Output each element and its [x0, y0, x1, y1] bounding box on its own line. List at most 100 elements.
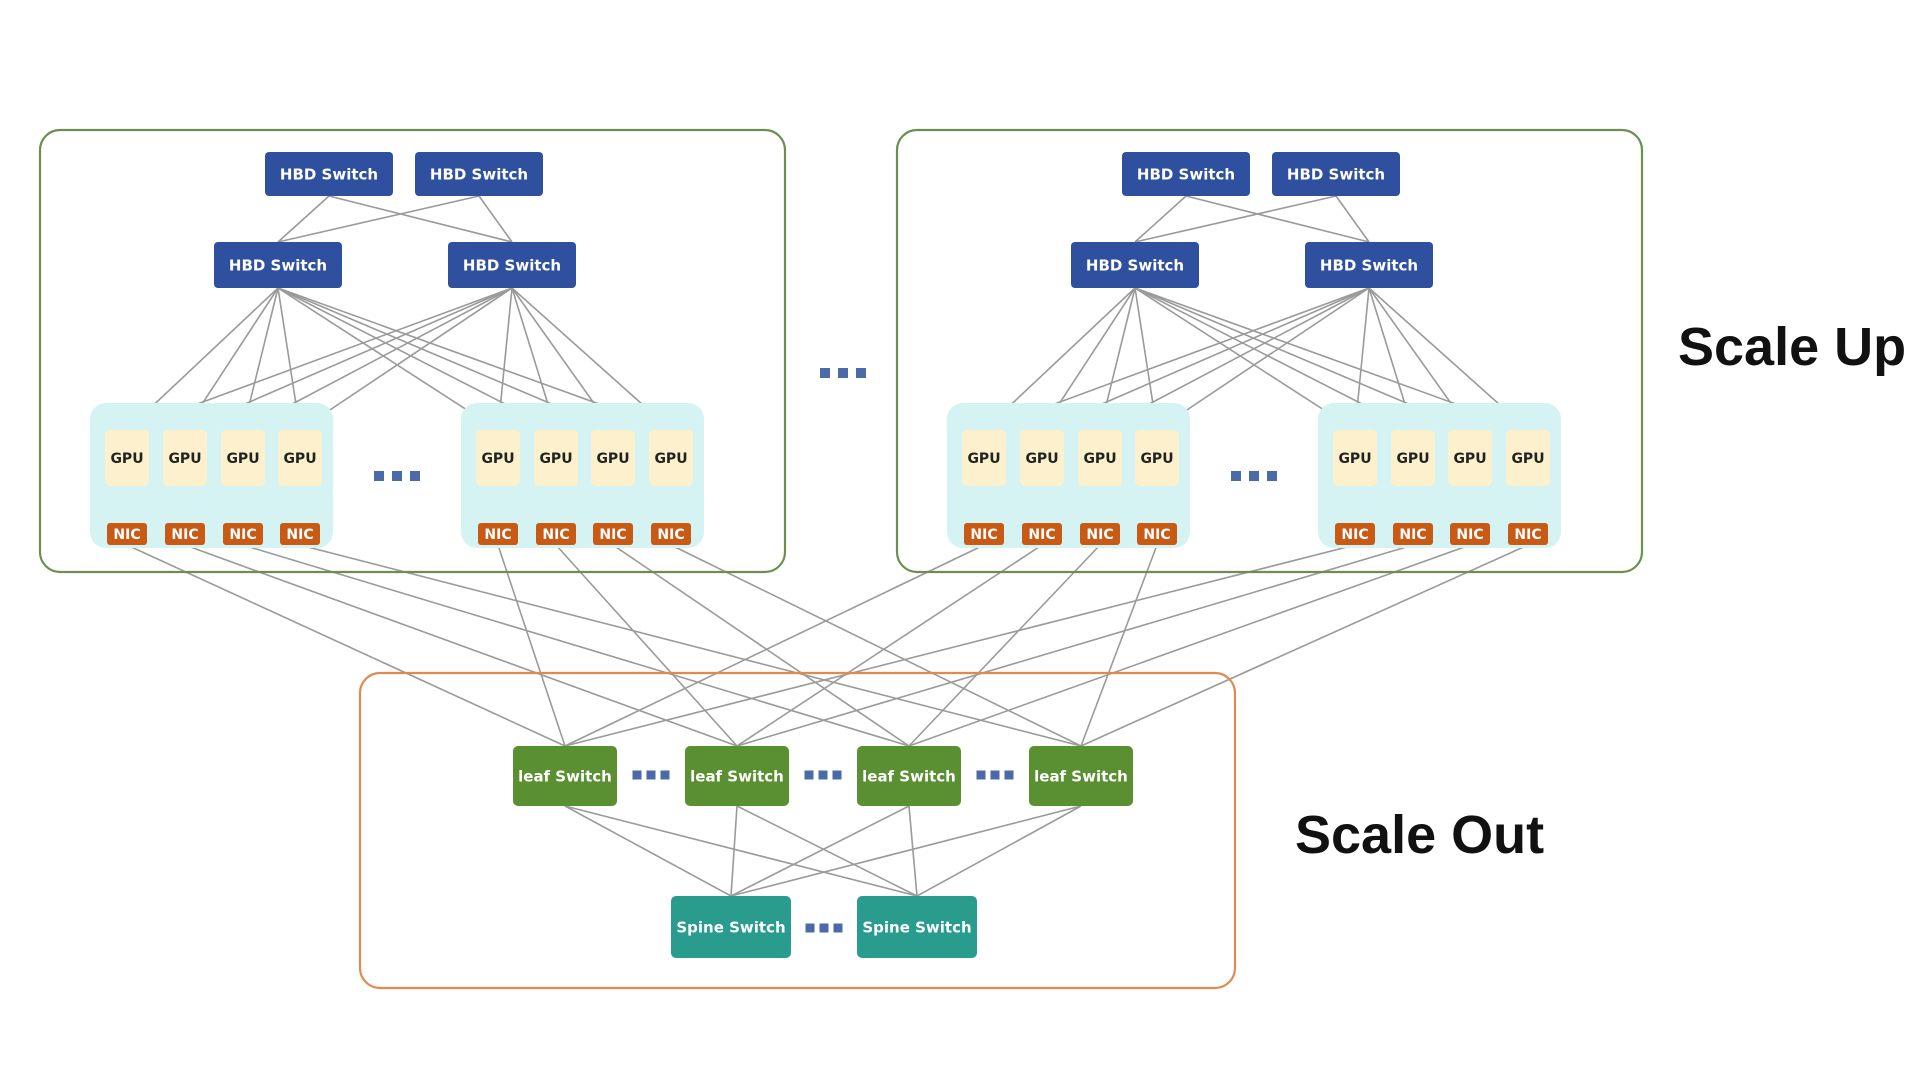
spine-switch: Spine Switch — [857, 896, 977, 958]
gpu-shape — [163, 430, 207, 486]
nic: NIC — [1450, 523, 1490, 545]
leaf-ellipsis — [804, 770, 842, 780]
scale-out-fabric — [358, 671, 1237, 990]
nic-label: NIC — [1456, 527, 1483, 543]
gpu-label: GPU — [1083, 451, 1116, 467]
nic: NIC — [1022, 523, 1062, 545]
server-group-panel — [90, 403, 333, 548]
link-hbd-gpu — [1134, 287, 1356, 431]
server-group-panel — [947, 403, 1190, 548]
nic-shape — [1022, 523, 1062, 545]
gpu-label: GPU — [1511, 451, 1544, 467]
gpu: GPU — [534, 430, 578, 486]
gpu-shape — [962, 430, 1006, 486]
leaf-switch: leaf Switch — [685, 746, 789, 806]
leaf-ellipsis — [976, 770, 1014, 780]
spine-switch-label: Spine Switch — [676, 918, 785, 936]
link-nic-leaf — [564, 544, 985, 747]
leaf-switch-label: leaf Switch — [862, 767, 956, 785]
nic-label: NIC — [286, 527, 313, 543]
gpu-label: GPU — [1453, 451, 1486, 467]
nic-label: NIC — [657, 527, 684, 543]
nic-shape — [1393, 523, 1433, 545]
spine-ellipsis-dot — [833, 923, 843, 933]
hbd-switch-shape — [1071, 242, 1199, 288]
link-leaf-spine — [736, 805, 918, 897]
nic: NIC — [1508, 523, 1548, 545]
nic-shape — [536, 523, 576, 545]
hbd-switch-label: HBD Switch — [280, 165, 378, 183]
hbd-switch: HBD Switch — [265, 152, 393, 196]
link-leaf-spine — [564, 805, 732, 897]
link-nic-leaf — [184, 544, 738, 747]
nic-shape — [107, 523, 147, 545]
pod-ellipsis — [820, 368, 866, 378]
leaf-ellipsis-dot — [832, 770, 842, 780]
nic: NIC — [536, 523, 576, 545]
hbd-switch-shape — [214, 242, 342, 288]
hbd-switch: HBD Switch — [1071, 242, 1199, 288]
leaf-switch-shape — [1029, 746, 1133, 806]
link-hbd-gpu — [299, 287, 513, 431]
hbd-switch-label: HBD Switch — [463, 256, 561, 274]
nic: NIC — [593, 523, 633, 545]
nic: NIC — [478, 523, 518, 545]
nic-shape — [964, 523, 1004, 545]
leaf-ellipsis — [632, 770, 670, 780]
leaf-ellipsis-dot — [804, 770, 814, 780]
scale-out-label: Scale Out — [1295, 805, 1544, 865]
link-hbd-hbd — [277, 195, 480, 243]
nic-shape — [280, 523, 320, 545]
leaf-switch: leaf Switch — [857, 746, 961, 806]
link-nic-leaf — [299, 544, 1082, 747]
link-leaf-spine — [730, 805, 910, 897]
link-nic-leaf — [908, 544, 1101, 747]
gpu-label: GPU — [596, 451, 629, 467]
gpu-shape — [1020, 430, 1064, 486]
nic: NIC — [280, 523, 320, 545]
leaf-switch: leaf Switch — [1029, 746, 1133, 806]
gpu: GPU — [1391, 430, 1435, 486]
link-nic-leaf — [242, 544, 910, 747]
server-group-ellipsis-dot — [1267, 471, 1277, 481]
link-nic-leaf — [736, 544, 1043, 747]
leaf-ellipsis-dot — [818, 770, 828, 780]
leaf-ellipsis-dot — [660, 770, 670, 780]
link-hbd-gpu — [277, 287, 499, 431]
gpu-label: GPU — [1396, 451, 1429, 467]
pod-ellipsis-dot — [856, 368, 866, 378]
nic-label: NIC — [1514, 527, 1541, 543]
nic-shape — [1508, 523, 1548, 545]
hbd-switch: HBD Switch — [1272, 152, 1400, 196]
hbd-switch-shape — [1305, 242, 1433, 288]
hbd-switch-shape — [265, 152, 393, 196]
nic: NIC — [165, 523, 205, 545]
link-leaf-spine — [730, 805, 1082, 897]
nic: NIC — [1080, 523, 1120, 545]
server-group-ellipsis — [1231, 471, 1277, 481]
spine-ellipsis — [805, 923, 843, 933]
spine-ellipsis-dot — [819, 923, 829, 933]
gpu-shape — [1391, 430, 1435, 486]
gpu-shape — [1506, 430, 1550, 486]
leaf-switch-label: leaf Switch — [690, 767, 784, 785]
spine-switch-label: Spine Switch — [862, 918, 971, 936]
nic-shape — [1450, 523, 1490, 545]
nic: NIC — [1335, 523, 1375, 545]
server-group-ellipsis — [374, 471, 420, 481]
gpu-label: GPU — [110, 451, 143, 467]
leaf-ellipsis-dot — [646, 770, 656, 780]
nic-label: NIC — [229, 527, 256, 543]
hbd-switch-label: HBD Switch — [1086, 256, 1184, 274]
gpu: GPU — [1448, 430, 1492, 486]
gpu-label: GPU — [1140, 451, 1173, 467]
gpu-shape — [649, 430, 693, 486]
link-hbd-hbd — [328, 195, 513, 243]
link-hbd-hbd — [478, 195, 513, 243]
gpu-shape — [1448, 430, 1492, 486]
server-group-ellipsis-dot — [392, 471, 402, 481]
hbd-switch: HBD Switch — [415, 152, 543, 196]
server-group-ellipsis-dot — [1231, 471, 1241, 481]
gpu-shape — [221, 430, 265, 486]
